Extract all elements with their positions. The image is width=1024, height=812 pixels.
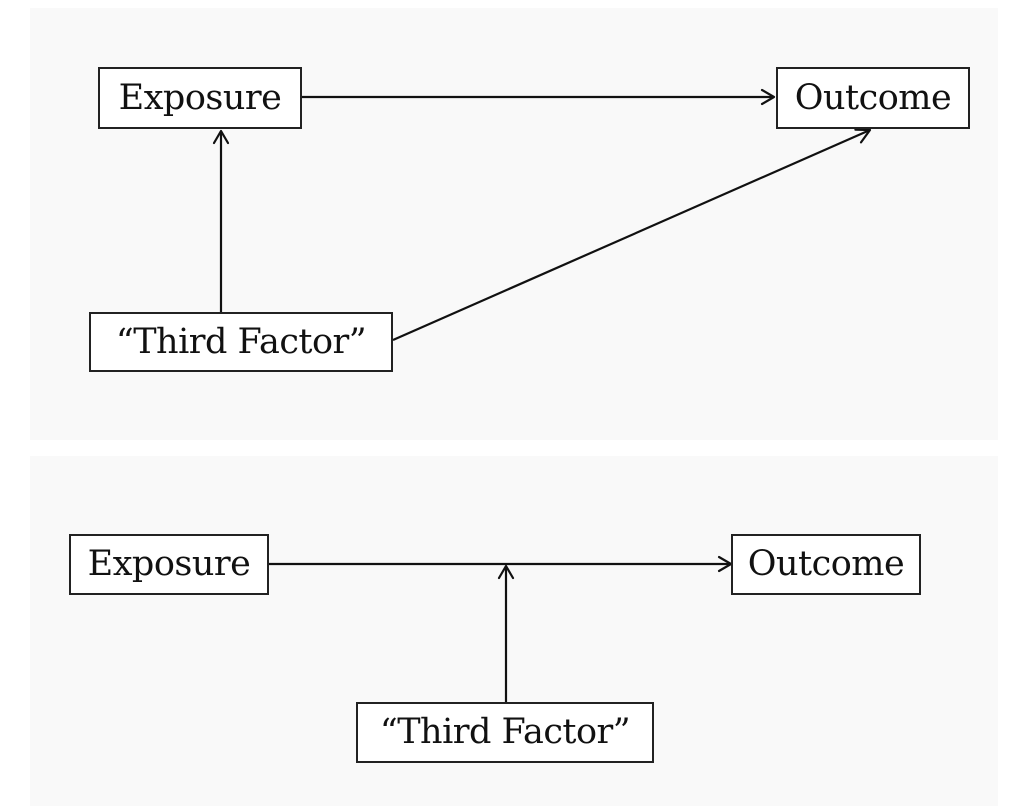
bottom-outcome-node: Outcome [731,534,921,595]
bottom-exposure-node: Exposure [69,534,269,595]
top-outcome-node: Outcome [776,67,970,129]
top-third-factor-node: “Third Factor” [89,312,393,372]
top-diagram-edges [212,88,872,342]
edge-exposure-to-outcome [269,555,733,573]
edge-third-factor-to-main-edge [497,564,515,702]
top-exposure-node: Exposure [98,67,302,129]
bottom-third-factor-node: “Third Factor” [356,702,654,763]
edge-third-factor-to-exposure [212,129,230,312]
edge-third-factor-to-outcome [392,128,872,342]
edge-exposure-to-outcome [302,88,776,106]
bottom-diagram-edges [269,555,733,702]
